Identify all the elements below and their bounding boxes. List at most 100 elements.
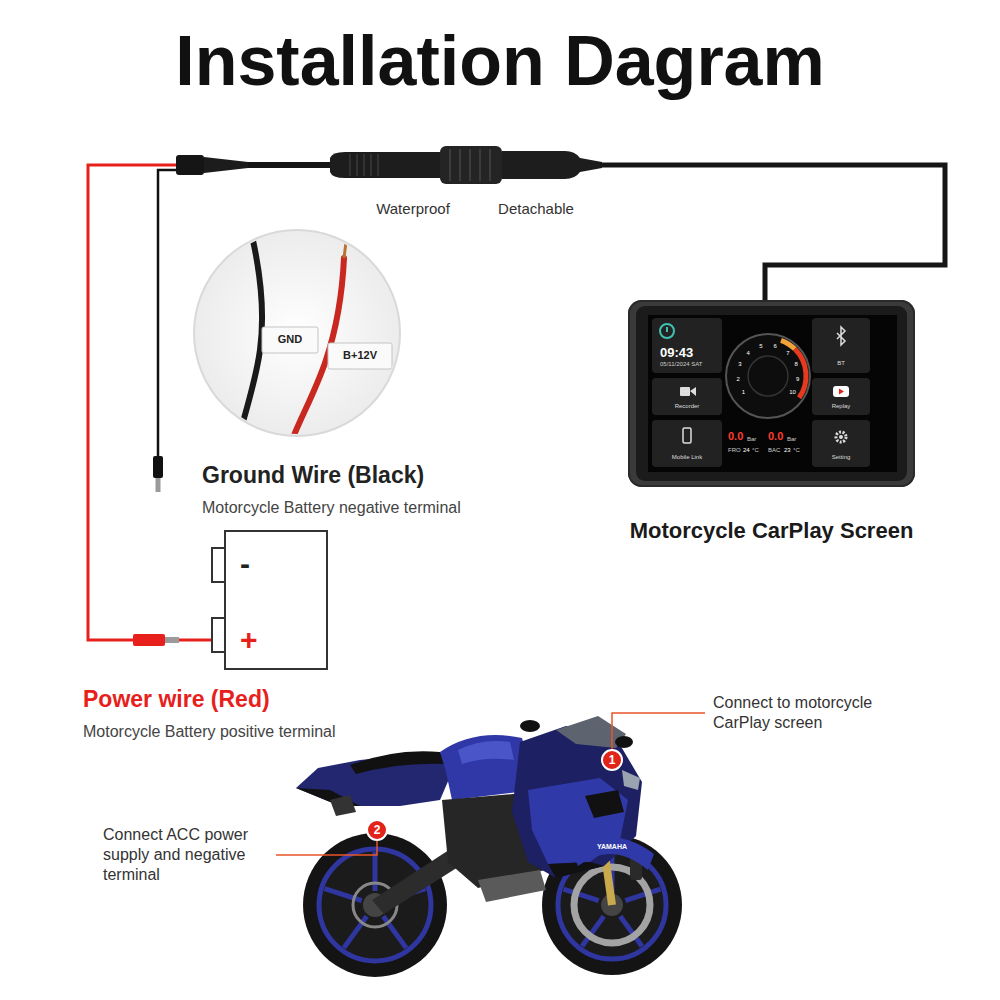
terminal-sign: + [240,621,258,659]
gauge-number: 7 [786,350,789,358]
diagram-title: Installation Dagram [175,23,825,100]
strain-relief [204,157,248,173]
pressure-value: 0.0 [768,430,783,444]
app-label: Mobile Link [672,454,702,462]
wire-note: Motorcycle Battery positive terminal [83,722,336,742]
mirror [615,736,633,748]
leader-line [612,713,705,750]
exhaust [478,870,546,902]
callout-text: Connect ACC power supply and negative te… [103,825,268,885]
seat [350,751,446,774]
phone-icon [683,428,691,443]
footpeg [330,795,356,816]
power-lug [133,634,165,646]
device-caption: Motorcycle CarPlay Screen [630,517,914,545]
rib [363,154,365,176]
callout-marker [367,820,387,840]
app-label: Replay [832,403,851,411]
app-label: BT [837,360,845,368]
rib [349,154,351,176]
groove [459,149,461,181]
rib [370,154,372,176]
gauge-number: 9 [796,376,799,384]
connector-nut [440,146,502,184]
groove [479,149,481,181]
mirror [520,720,540,732]
rev-band [781,340,795,349]
tire-temperature: 23 [784,447,791,455]
gauge-number: 2 [737,376,740,384]
groove [449,149,451,181]
temperature-unit: °C [793,447,800,455]
cable [248,162,332,168]
tpms-icon [660,324,674,338]
app-tile [652,318,722,373]
spoke [625,889,660,900]
app-label: Recorder [675,403,700,411]
display [648,315,897,472]
spoke [563,889,598,900]
plug [176,155,204,175]
front-fender [572,837,654,870]
pressure-unit: Bar [787,436,796,444]
screen-date: 05/11/2024 SAT [660,361,702,369]
app-tile [652,420,722,467]
temperature-unit: °C [752,447,759,455]
screen-clock: 09:43 [660,345,693,361]
recorder-icon [680,387,690,396]
bluetooth-icon [837,327,845,345]
inset-wires [238,220,392,440]
spoke [373,852,378,891]
spoke [383,916,406,948]
terminal-sign: - [240,545,250,583]
callout-marker [602,750,622,770]
carplay-screen-device: Motorcycle CarPlay Screen [628,300,915,487]
gauge-number: 4 [746,350,749,358]
gauge-number: 3 [738,362,741,370]
gauge-number: 5 [759,343,762,351]
app-tile [812,420,870,467]
wire-heading: Power wire (Red) [83,685,270,714]
tachometer [726,334,810,418]
replay-icon [833,386,849,397]
headlight [622,770,640,790]
tire-position: FRO [728,447,741,455]
wire-heading: Ground Wire (Black) [202,461,424,490]
app-tile [812,318,870,373]
battery-symbol: -+ [224,530,328,670]
ground-wire [158,170,176,458]
tire-temperature: 24 [743,447,750,455]
lug-tip [156,478,161,492]
leader-line [276,840,377,855]
recorder-icon [690,387,696,396]
connector-ribs [350,154,378,176]
connector-note: Detachable [498,200,574,219]
detachable-connector [502,151,602,179]
callout-number: 2 [374,823,381,838]
callout-text: Connect to motorcycle CarPlay screen [713,693,893,733]
device-frame [628,300,915,487]
wire-note: Motorcycle Battery negative terminal [202,498,461,518]
copper-tip [248,220,252,236]
wire-connector [88,165,945,640]
groove [489,149,491,181]
ground-lug [153,456,163,478]
app-tile [812,378,870,415]
waterproof-connector [330,152,440,178]
wire-tag [328,343,392,369]
rear-rim [319,849,431,961]
gauge-number: 8 [794,362,797,370]
app-label: Setting [832,454,851,462]
motorcycle [296,716,682,977]
wire-tag-text: GND [278,333,302,347]
gauge-number: 6 [774,343,777,351]
app-tile [652,378,722,415]
tire-position: BAC [768,447,780,455]
replay-icon [839,389,844,395]
wire-tag-text: B+12V [343,349,377,363]
redline-band [795,349,806,398]
wire-inset [194,230,400,436]
nut-grooves [450,149,490,181]
screen-cable [600,165,945,302]
tpms-icon [666,327,668,332]
